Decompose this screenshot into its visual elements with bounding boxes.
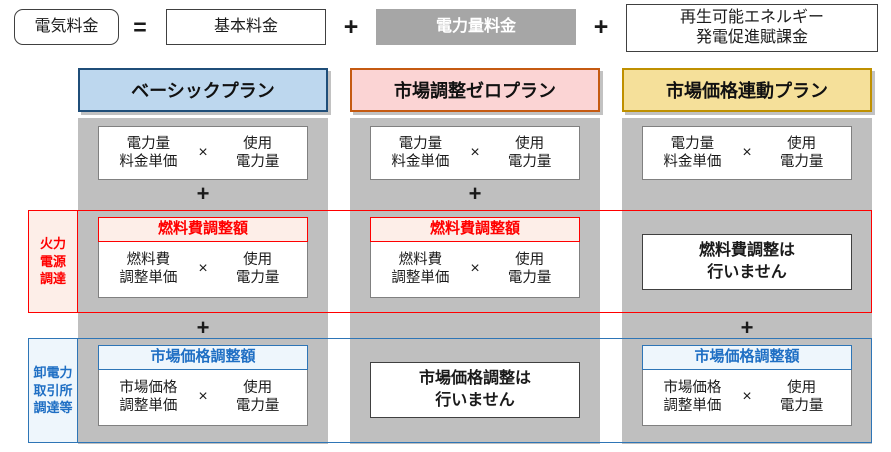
fuel-usage-zero: 使用 電力量 <box>507 251 552 286</box>
fuel-unit-price-zero: 燃料費 調整単価 <box>391 251 450 286</box>
fuel-adjustment-block-zero: 燃料費調整額 燃料費 調整単価 × 使用 電力量 <box>370 217 580 305</box>
plan-header-linked[interactable]: 市場価格連動プラン <box>622 68 872 112</box>
fuel-adjustment-block-basic: 燃料費調整額 燃料費 調整単価 × 使用 電力量 <box>98 217 308 305</box>
multiply-icon: × <box>742 144 752 161</box>
renewable-levy-label-line2: 発電促進賦課金 <box>695 29 808 46</box>
fuel-usage-basic: 使用 電力量 <box>235 251 280 286</box>
plan-header-zero[interactable]: 市場調整ゼロプラン <box>350 68 600 112</box>
energy-unit-price-basic: 電力量 料金単価 <box>119 135 178 170</box>
market-adjustment-block-linked: 市場価格調整額 市場価格 調整単価 × 使用 電力量 <box>642 345 852 433</box>
plan-header-zero-label: 市場調整ゼロプラン <box>394 81 556 101</box>
separator-plus-basic-1: + <box>196 181 210 206</box>
plus-sign-2: + <box>593 12 609 41</box>
market-unit-price-basic: 市場価格 調整単価 <box>119 379 178 414</box>
energy-usage-basic: 使用 電力量 <box>235 135 280 170</box>
plus-sign-1: + <box>343 12 359 41</box>
plan-header-linked-label: 市場価格連動プラン <box>666 81 828 101</box>
multiply-icon: × <box>470 144 480 161</box>
side-label-thermal: 火力 電源 調達 <box>28 210 78 313</box>
energy-charge-label: 電力量料金 <box>435 18 516 35</box>
fuel-adjustment-title-zero: 燃料費調整額 <box>370 217 580 242</box>
separator-plus-linked-2: + <box>740 315 754 340</box>
fuel-none-message-linked: 燃料費調整は 行いません <box>698 242 795 281</box>
electricity-bill-label: 電気料金 <box>34 18 99 35</box>
separator-plus-zero-1: + <box>468 181 482 206</box>
multiply-icon: × <box>198 388 208 405</box>
fuel-none-cell-linked: 燃料費調整は 行いません <box>642 234 852 290</box>
fuel-adjustment-title-basic: 燃料費調整額 <box>98 217 308 242</box>
electricity-bill-box: 電気料金 <box>14 9 119 45</box>
energy-cell-linked: 電力量 料金単価 × 使用 電力量 <box>642 126 852 180</box>
base-charge-label: 基本料金 <box>213 18 278 35</box>
market-unit-price-linked: 市場価格 調整単価 <box>663 379 722 414</box>
energy-usage-linked: 使用 電力量 <box>779 135 824 170</box>
energy-unit-price-linked: 電力量 料金単価 <box>663 135 722 170</box>
renewable-levy-label-line1: 再生可能エネルギー <box>679 9 824 26</box>
energy-cell-zero: 電力量 料金単価 × 使用 電力量 <box>370 126 580 180</box>
market-adjustment-title-basic: 市場価格調整額 <box>98 345 308 370</box>
energy-charge-box: 電力量料金 <box>376 9 576 45</box>
side-label-market: 卸電力 取引所 調達等 <box>28 338 78 443</box>
equals-sign: = <box>133 13 147 40</box>
price-formula-row: 電気料金 = 基本料金 + 電力量料金 + 再生可能エネルギー 発電促進賦課金 <box>0 0 891 60</box>
plan-header-basic-label: ベーシックプラン <box>131 81 275 101</box>
market-none-cell-zero: 市場価格調整は 行いません <box>370 362 580 418</box>
multiply-icon: × <box>742 388 752 405</box>
market-adjustment-block-basic: 市場価格調整額 市場価格 調整単価 × 使用 電力量 <box>98 345 308 433</box>
multiply-icon: × <box>198 144 208 161</box>
energy-unit-price-zero: 電力量 料金単価 <box>391 135 450 170</box>
market-adjustment-title-linked: 市場価格調整額 <box>642 345 852 370</box>
market-usage-linked: 使用 電力量 <box>779 379 824 414</box>
fuel-unit-price-basic: 燃料費 調整単価 <box>119 251 178 286</box>
plan-header-basic[interactable]: ベーシックプラン <box>78 68 328 112</box>
energy-cell-basic: 電力量 料金単価 × 使用 電力量 <box>98 126 308 180</box>
separator-plus-basic-2: + <box>196 315 210 340</box>
energy-usage-zero: 使用 電力量 <box>507 135 552 170</box>
multiply-icon: × <box>198 260 208 277</box>
renewable-levy-box: 再生可能エネルギー 発電促進賦課金 <box>626 4 878 52</box>
market-usage-basic: 使用 電力量 <box>235 379 280 414</box>
multiply-icon: × <box>470 260 480 277</box>
base-charge-box: 基本料金 <box>166 9 326 45</box>
market-none-message-zero: 市場価格調整は 行いません <box>418 370 531 409</box>
